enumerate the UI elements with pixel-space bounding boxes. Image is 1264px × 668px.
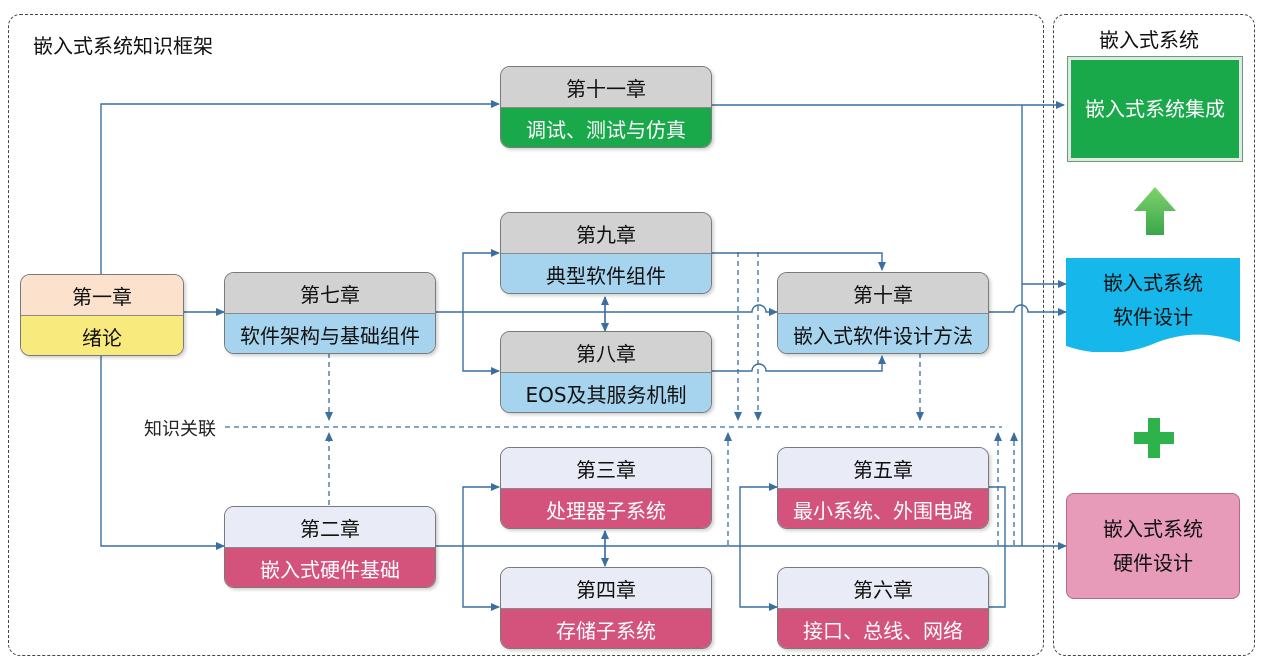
chapter-2-card[interactable]: 第二章 嵌入式硬件基础 bbox=[224, 506, 436, 588]
software-design-line-2: 软件设计 bbox=[1113, 305, 1193, 329]
chapter-7-card[interactable]: 第七章 软件架构与基础组件 bbox=[224, 272, 436, 354]
chapter-3-label: 第三章 bbox=[501, 448, 711, 489]
chapter-4-card[interactable]: 第四章 存储子系统 bbox=[500, 567, 712, 649]
chapter-10-card[interactable]: 第十章 嵌入式软件设计方法 bbox=[777, 272, 989, 354]
plus-icon bbox=[1134, 418, 1174, 458]
chapter-3-title: 处理器子系统 bbox=[501, 489, 711, 528]
software-design-shape[interactable] bbox=[1066, 258, 1240, 352]
chapter-4-label: 第四章 bbox=[501, 568, 711, 609]
chapter-9-label: 第九章 bbox=[501, 213, 711, 254]
chapter-7-title: 软件架构与基础组件 bbox=[225, 314, 435, 353]
chapter-3-card[interactable]: 第三章 处理器子系统 bbox=[500, 447, 712, 529]
chapter-6-card[interactable]: 第六章 接口、总线、网络 bbox=[777, 567, 989, 649]
chapter-4-title: 存储子系统 bbox=[501, 609, 711, 648]
chapter-9-card[interactable]: 第九章 典型软件组件 bbox=[500, 212, 712, 294]
chapter-10-label: 第十章 bbox=[778, 273, 988, 314]
embedded-system-panel bbox=[1053, 14, 1255, 656]
chapter-2-label: 第二章 bbox=[225, 507, 435, 548]
chapter-5-label: 第五章 bbox=[778, 448, 988, 489]
system-integration-box[interactable]: 嵌入式系统集成 bbox=[1068, 57, 1242, 161]
hardware-design-line-2: 硬件设计 bbox=[1113, 551, 1193, 575]
chapter-11-card[interactable]: 第十一章 调试、测试与仿真 bbox=[500, 66, 712, 148]
chapter-7-label: 第七章 bbox=[225, 273, 435, 314]
chapter-5-title: 最小系统、外围电路 bbox=[778, 489, 988, 528]
hardware-design-box[interactable]: 嵌入式系统 硬件设计 bbox=[1066, 493, 1240, 599]
software-design-box: 嵌入式系统 软件设计 bbox=[1066, 258, 1240, 342]
chapter-1-card[interactable]: 第一章 绪论 bbox=[20, 274, 184, 356]
chapter-10-title: 嵌入式软件设计方法 bbox=[778, 314, 988, 353]
chapter-6-title: 接口、总线、网络 bbox=[778, 609, 988, 648]
chapter-5-card[interactable]: 第五章 最小系统、外围电路 bbox=[777, 447, 989, 529]
knowledge-framework-panel bbox=[8, 14, 1044, 656]
system-integration-label: 嵌入式系统集成 bbox=[1085, 97, 1225, 121]
knowledge-framework-title: 嵌入式系统知识框架 bbox=[33, 34, 213, 58]
chapter-9-title: 典型软件组件 bbox=[501, 254, 711, 293]
chapter-8-label: 第八章 bbox=[501, 332, 711, 373]
chapter-11-label: 第十一章 bbox=[501, 67, 711, 108]
embedded-system-title: 嵌入式系统 bbox=[1099, 28, 1199, 52]
chapter-1-title: 绪论 bbox=[21, 316, 183, 355]
chapter-8-title: EOS及其服务机制 bbox=[501, 373, 711, 412]
chapter-2-title: 嵌入式硬件基础 bbox=[225, 548, 435, 587]
chapter-8-card[interactable]: 第八章 EOS及其服务机制 bbox=[500, 331, 712, 413]
chapter-11-title: 调试、测试与仿真 bbox=[501, 108, 711, 147]
up-arrow-icon bbox=[1134, 187, 1176, 235]
knowledge-link-label: 知识关联 bbox=[142, 415, 218, 441]
chapter-6-label: 第六章 bbox=[778, 568, 988, 609]
hardware-design-line-1: 嵌入式系统 bbox=[1103, 517, 1203, 541]
software-design-line-1: 嵌入式系统 bbox=[1103, 271, 1203, 295]
chapter-1-label: 第一章 bbox=[21, 275, 183, 316]
